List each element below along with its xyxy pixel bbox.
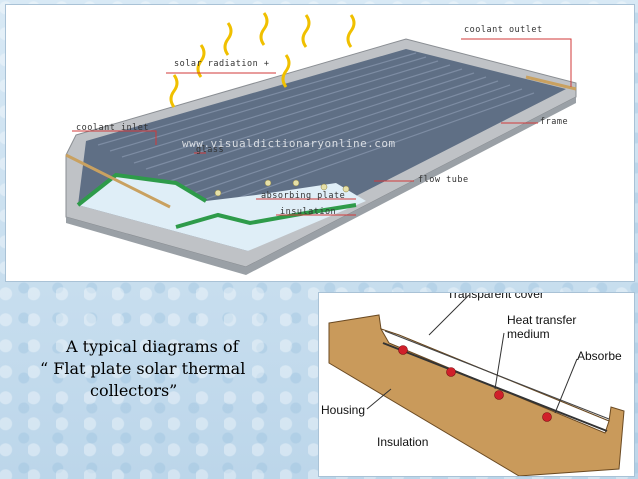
coolant-inlet-pipe bbox=[65, 153, 171, 209]
label-heat-transfer-medium: medium bbox=[507, 327, 550, 341]
glass-edge bbox=[76, 172, 208, 207]
tube-dot bbox=[446, 367, 456, 377]
label-insulation: Insulation bbox=[377, 435, 429, 449]
label-transparent-cover: Transparent cover bbox=[447, 292, 544, 301]
solar-collector-illustration bbox=[65, 12, 577, 275]
solar-rays bbox=[169, 12, 356, 108]
flow-tube-dot bbox=[264, 179, 272, 187]
label-housing: Housing bbox=[321, 403, 366, 417]
coolant-outlet-pipe bbox=[525, 75, 577, 91]
cross-section-leaders bbox=[366, 294, 578, 414]
cross-section-illustration bbox=[328, 294, 625, 476]
flow-tube-dot bbox=[214, 189, 222, 197]
insulation-cutaway bbox=[78, 175, 366, 251]
label-insulation: insulation bbox=[280, 207, 337, 217]
flow-tube-dot bbox=[292, 179, 300, 187]
label-absorber: Absorbe bbox=[577, 349, 622, 363]
caption-line-2: “ Flat plate solar thermal bbox=[40, 359, 246, 378]
label-glass: glass bbox=[196, 145, 225, 155]
label-heat-transfer: Heat transfer bbox=[507, 313, 577, 327]
flow-tube-dot bbox=[320, 183, 328, 191]
label-solar-radiation: solar radiation + bbox=[174, 59, 270, 69]
caption-line-3: collectors” bbox=[90, 381, 178, 400]
housing-body bbox=[328, 314, 625, 476]
absorber-stripes bbox=[97, 52, 535, 206]
slide-caption: A typical diagrams of “ Flat plate solar… bbox=[40, 336, 310, 402]
label-absorbing-plate: absorbing plate bbox=[261, 191, 346, 201]
label-flow-tube: flow tube bbox=[418, 175, 469, 185]
label-coolant-inlet: coolant inlet bbox=[76, 123, 150, 133]
tube-dot bbox=[542, 412, 552, 422]
cross-section-panel: Transparent cover Heat transfer medium A… bbox=[318, 292, 635, 477]
insulation-edge bbox=[175, 203, 357, 229]
label-coolant-outlet: coolant outlet bbox=[464, 25, 543, 35]
top-diagram-panel: coolant outlet solar radiation + frame c… bbox=[5, 4, 635, 282]
caption-line-1: A typical diagrams of bbox=[66, 337, 239, 356]
leader-lines bbox=[72, 38, 572, 216]
tube-dot bbox=[494, 390, 504, 400]
watermark: www.visualdictionaryonline.com bbox=[182, 137, 396, 150]
tube-dot bbox=[398, 345, 408, 355]
inner-cavity bbox=[379, 328, 610, 434]
label-frame: frame bbox=[540, 117, 569, 127]
flow-tube-dot bbox=[342, 185, 350, 193]
